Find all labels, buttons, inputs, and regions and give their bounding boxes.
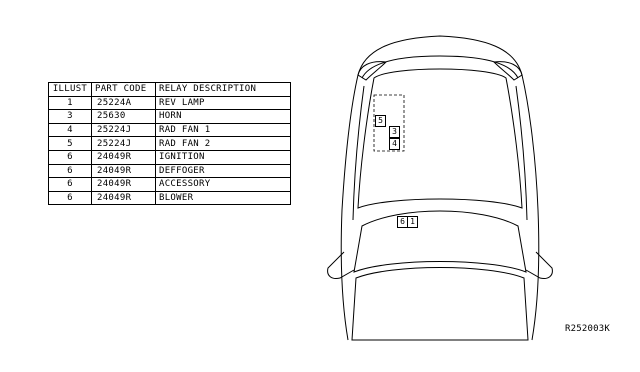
windshield-outline xyxy=(353,210,527,273)
hood-outline xyxy=(357,68,523,209)
cell-illust: 1 xyxy=(48,95,92,111)
cell-description: HORN xyxy=(155,109,291,124)
relay-callout-3: 3 xyxy=(389,126,400,138)
cell-illust: 6 xyxy=(48,190,92,206)
cell-description: REV LAMP xyxy=(155,95,291,111)
cell-part-code: 24049R xyxy=(91,163,156,179)
right-inner-side xyxy=(515,85,528,221)
table-row: 5 25224J RAD FAN 2 xyxy=(48,136,291,151)
cell-illust: 4 xyxy=(48,122,92,138)
cell-description: ACCESSORY xyxy=(155,177,291,192)
table-row: 6 24049R DEFFOGER xyxy=(48,163,291,179)
table-row: 4 25224J RAD FAN 1 xyxy=(48,122,291,138)
table-row: 6 24049R IGNITION xyxy=(48,149,291,165)
table-row: 6 24049R BLOWER xyxy=(48,190,291,206)
diagram-reference-code: R252003K xyxy=(565,324,610,334)
table-row: 3 25630 HORN xyxy=(48,109,291,124)
cell-part-code: 24049R xyxy=(91,149,156,165)
header-part-code: PART CODE xyxy=(91,82,156,97)
cell-part-code: 24049R xyxy=(91,190,156,206)
cell-part-code: 25224A xyxy=(91,95,156,111)
table-row: 6 24049R ACCESSORY xyxy=(48,177,291,192)
cell-part-code: 25630 xyxy=(91,109,156,124)
cell-description: BLOWER xyxy=(155,190,291,206)
header-relay-description: RELAY DESCRIPTION xyxy=(155,82,291,97)
relay-callout-5: 5 xyxy=(375,115,386,127)
front-bumper-outline xyxy=(357,35,523,76)
cell-description: RAD FAN 1 xyxy=(155,122,291,138)
cell-illust: 6 xyxy=(48,163,92,179)
cell-illust: 3 xyxy=(48,109,92,124)
left-inner-side xyxy=(352,85,365,221)
table-header-row: ILLUST PART CODE RELAY DESCRIPTION xyxy=(48,82,291,97)
cell-part-code: 25224J xyxy=(91,122,156,138)
left-body-side xyxy=(340,74,359,341)
relay-callout-4: 4 xyxy=(389,138,400,150)
cell-description: DEFFOGER xyxy=(155,163,291,179)
header-illust: ILLUST xyxy=(48,82,92,97)
cell-part-code: 25224J xyxy=(91,136,156,151)
roof-outline xyxy=(351,267,529,341)
cell-description: IGNITION xyxy=(155,149,291,165)
cell-illust: 6 xyxy=(48,177,92,192)
table-row: 1 25224A REV LAMP xyxy=(48,95,291,111)
left-side-mirror xyxy=(327,251,355,279)
right-headlight-outline xyxy=(492,61,523,81)
front-spoiler-outline xyxy=(361,55,519,79)
right-body-side xyxy=(521,74,540,341)
cell-description: RAD FAN 2 xyxy=(155,136,291,151)
cell-part-code: 24049R xyxy=(91,177,156,192)
left-headlight-outline xyxy=(357,61,388,81)
cell-illust: 5 xyxy=(48,136,92,151)
engine-relay-zone xyxy=(373,94,405,152)
car-outline-diagram xyxy=(327,35,553,341)
cell-illust: 6 xyxy=(48,149,92,165)
right-side-mirror xyxy=(525,251,553,279)
relay-callout-1: 1 xyxy=(407,216,418,228)
relay-table: ILLUST PART CODE RELAY DESCRIPTION 1 252… xyxy=(48,82,291,206)
